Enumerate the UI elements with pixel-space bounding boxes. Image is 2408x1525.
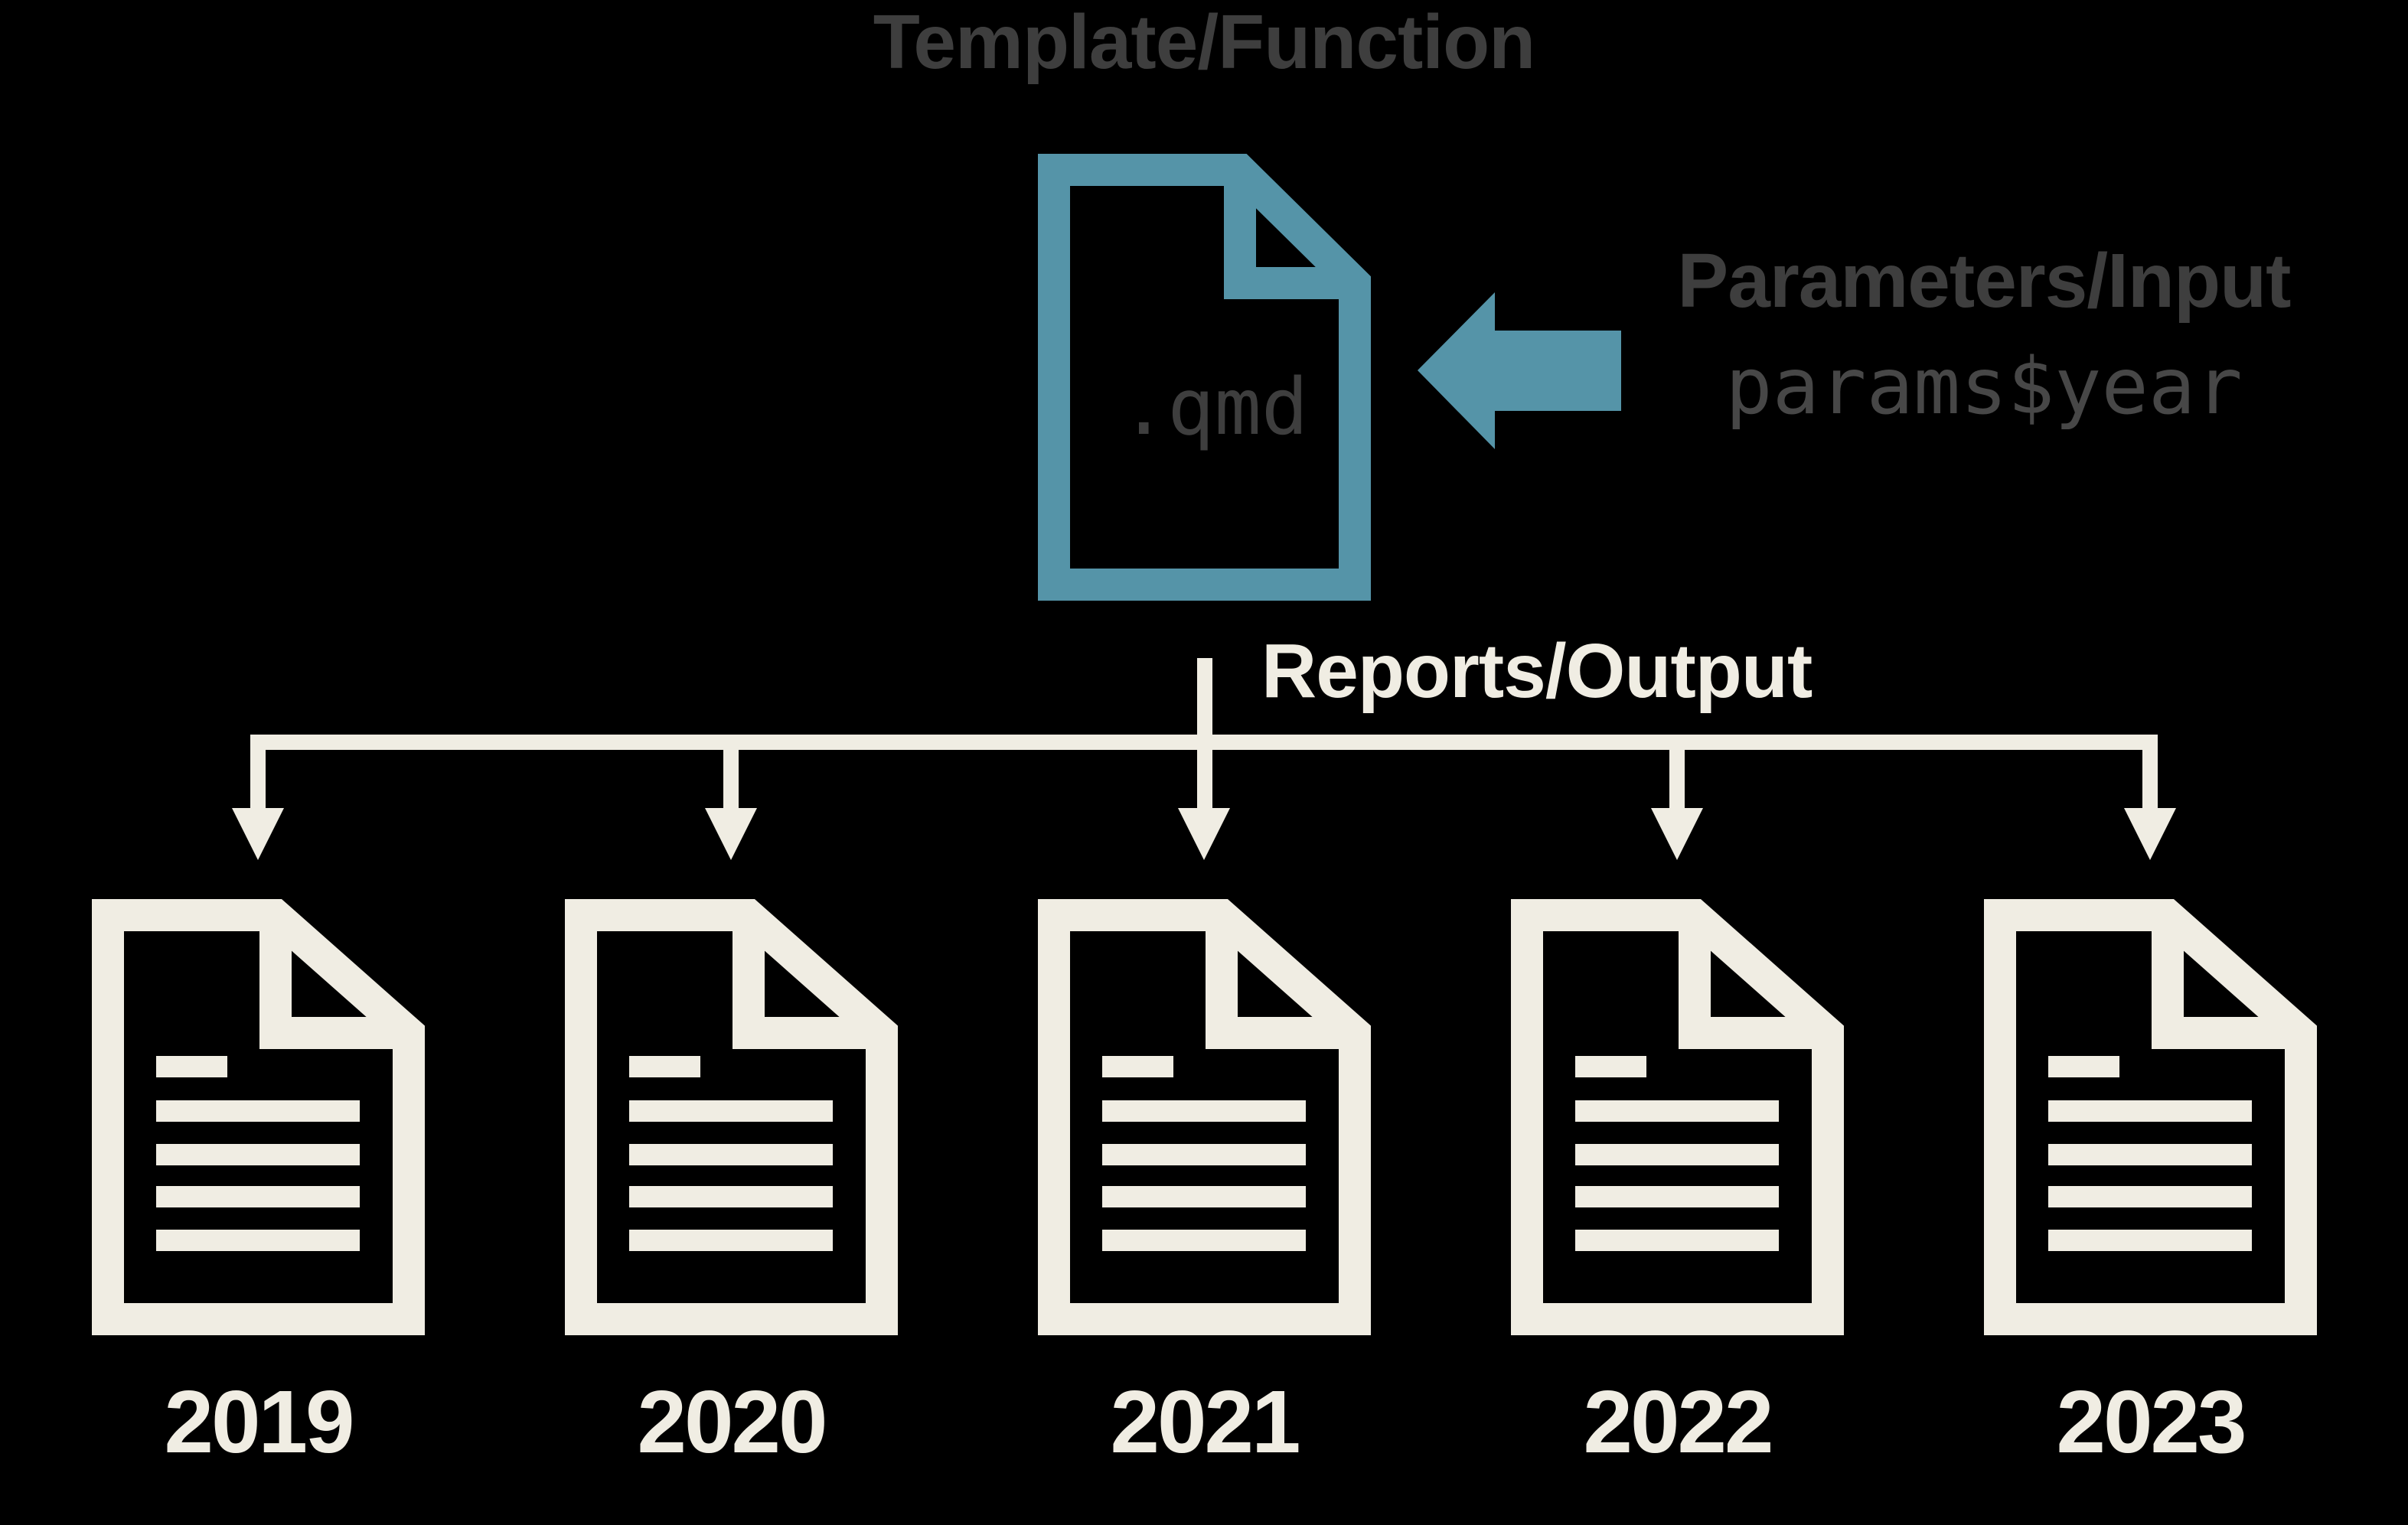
params-code: params$year: [1725, 341, 2243, 432]
qmd-file-icon: [1038, 154, 1371, 601]
report-document-icon: [92, 899, 425, 1335]
year-label: 2023: [2056, 1372, 2246, 1471]
year-label: 2022: [1583, 1372, 1773, 1471]
parameters-section: Parameters/Input params$year: [1601, 239, 2367, 430]
branch-line: [1669, 750, 1685, 815]
branch-line: [2142, 750, 2158, 815]
left-arrow-icon: [1418, 292, 1621, 449]
report-document-icon: [1038, 899, 1371, 1335]
parameters-label: Parameters/Input: [1677, 238, 2292, 324]
down-arrowhead-icon: [705, 808, 757, 860]
branch-line: [723, 750, 739, 815]
down-arrowhead-icon: [1178, 808, 1230, 860]
qmd-file-label: .qmd: [1120, 362, 1309, 453]
down-arrowhead-icon: [232, 808, 284, 860]
branch-line: [250, 750, 266, 815]
year-label: 2019: [164, 1372, 354, 1471]
report-document-icon: [565, 899, 898, 1335]
diagram-title: Template/Function: [873, 0, 1536, 85]
report-document-icon: [1511, 899, 1844, 1335]
down-arrowhead-icon: [1651, 808, 1703, 860]
report-document-icon: [1984, 899, 2317, 1335]
reports-label: Reports/Output: [1261, 628, 1813, 714]
tree-bar: [250, 735, 2158, 750]
year-label: 2021: [1110, 1372, 1300, 1471]
year-label: 2020: [637, 1372, 827, 1471]
down-arrowhead-icon: [2124, 808, 2176, 860]
